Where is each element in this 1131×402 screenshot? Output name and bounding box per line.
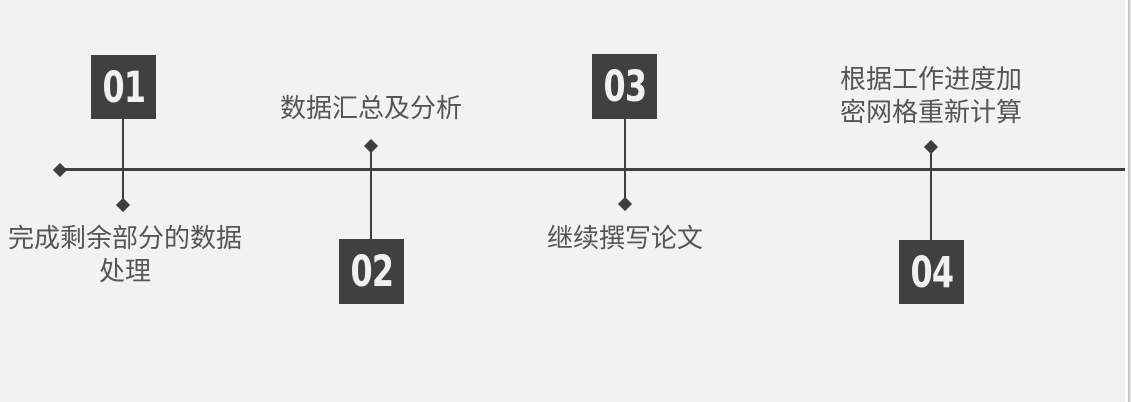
timeline-start-diamond-icon — [52, 162, 68, 178]
milestone-4-label-line-1: 根据工作进度加 — [839, 64, 1022, 94]
milestone-2-label-line-1: 数据汇总及分析 — [279, 93, 462, 123]
milestone-1-label[interactable]: 完成剩余部分的数据 处理 — [0, 222, 250, 288]
milestone-1-diamond-icon — [115, 197, 131, 213]
milestone-3-label-line-1: 继续撰写论文 — [546, 223, 703, 253]
milestone-3-label[interactable]: 继续撰写论文 — [535, 222, 715, 255]
timeline-axis-line — [59, 168, 1127, 171]
milestone-2-number-box[interactable]: 02 — [339, 239, 404, 304]
milestone-1-number: 01 — [102, 62, 146, 113]
milestone-1-connector-line — [122, 119, 124, 201]
milestone-2-label[interactable]: 数据汇总及分析 — [271, 92, 471, 125]
milestone-1-label-line-2: 处理 — [98, 256, 151, 286]
milestone-3-number-box[interactable]: 03 — [592, 54, 657, 119]
milestone-1-number-box[interactable]: 01 — [91, 55, 156, 119]
milestone-3-diamond-icon — [617, 196, 633, 212]
milestone-3-number: 03 — [603, 62, 647, 112]
page-edge-border — [1128, 0, 1130, 402]
milestone-4-connector-line — [930, 151, 932, 240]
milestone-4-number-box[interactable]: 04 — [899, 240, 964, 304]
milestone-4-label[interactable]: 根据工作进度加 密网格重新计算 — [831, 63, 1031, 129]
milestone-3-connector-line — [624, 119, 626, 201]
milestone-4-label-line-2: 密网格重新计算 — [839, 97, 1022, 127]
milestone-4-number: 04 — [910, 247, 954, 298]
milestone-4-diamond-icon — [923, 139, 939, 155]
milestone-2-diamond-icon — [363, 138, 379, 154]
milestone-2-connector-line — [370, 150, 372, 239]
milestone-2-number: 02 — [350, 247, 394, 297]
milestone-1-label-line-1: 完成剩余部分的数据 — [7, 223, 242, 253]
page-edge-highlight — [1125, 0, 1128, 402]
